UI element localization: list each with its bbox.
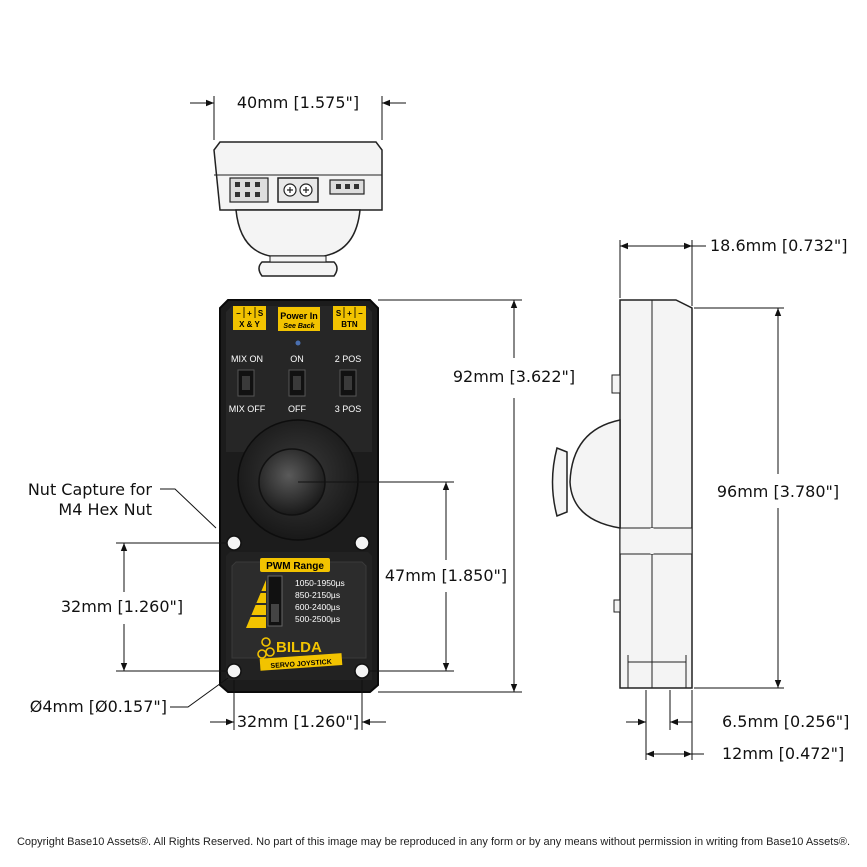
dim-height-side: 96mm [3.780"]: [717, 482, 839, 501]
dip-switches: [237, 369, 357, 397]
pwm-range-4: 500-2500µs: [295, 614, 340, 624]
switch1-top: MIX ON: [231, 354, 263, 364]
dim-width-top: 40mm [1.575"]: [237, 93, 359, 112]
power-sub: See Back: [283, 323, 315, 330]
callout-line-1: Nut Capture for: [28, 480, 153, 499]
front-view: [219, 299, 379, 693]
dim-joystick-center: 47mm [1.850"]: [385, 566, 507, 585]
switch3-bottom: 3 POS: [335, 404, 362, 414]
copyright-notice: Copyright Base10 Assets®. All Rights Res…: [16, 836, 851, 848]
switch1-bottom: MIX OFF: [229, 404, 266, 414]
side-dimensions: [619, 240, 784, 760]
switch2-top: ON: [290, 354, 304, 364]
xy-pin-minus: –: [236, 309, 241, 318]
xy-pin-s: S: [258, 309, 264, 318]
dim-side-small: 6.5mm [0.256"]: [722, 712, 849, 731]
dim-hole-diameter: Ø4mm [Ø0.157"]: [30, 697, 167, 716]
dim-hole-spacing-v: 32mm [1.260"]: [61, 597, 183, 616]
side-view: [551, 299, 693, 689]
switch3-top: 2 POS: [335, 354, 362, 364]
xy-pin-plus: +: [247, 309, 252, 318]
product-label: SERVO JOYSTICK: [270, 659, 332, 670]
xy-label: X & Y: [239, 320, 260, 329]
pwm-range-1: 1050-1950µs: [295, 578, 345, 588]
top-view: [190, 96, 406, 277]
btn-pin-minus: –: [358, 309, 363, 318]
btn-pin-s: S: [336, 309, 342, 318]
btn-pin-plus: +: [347, 309, 352, 318]
front-dimensions: [116, 299, 522, 730]
pwm-range-3: 600-2400µs: [295, 602, 340, 612]
dim-side-base: 12mm [0.472"]: [722, 744, 844, 763]
dim-depth-side: 18.6mm [0.732"]: [710, 236, 848, 255]
dim-hole-spacing-h: 32mm [1.260"]: [237, 712, 359, 731]
power-title: Power In: [280, 311, 318, 321]
btn-label: BTN: [341, 320, 358, 329]
pwm-range-2: 850-2150µs: [295, 590, 340, 600]
callout-line-2: M4 Hex Nut: [58, 500, 152, 519]
brand-label: BILDA: [276, 639, 322, 656]
switch2-bottom: OFF: [288, 404, 306, 414]
pwm-title: PWM Range: [266, 561, 324, 572]
bilda-logo: [257, 637, 275, 659]
mount-holes: [226, 535, 370, 679]
dim-height-front: 92mm [3.622"]: [453, 367, 575, 386]
